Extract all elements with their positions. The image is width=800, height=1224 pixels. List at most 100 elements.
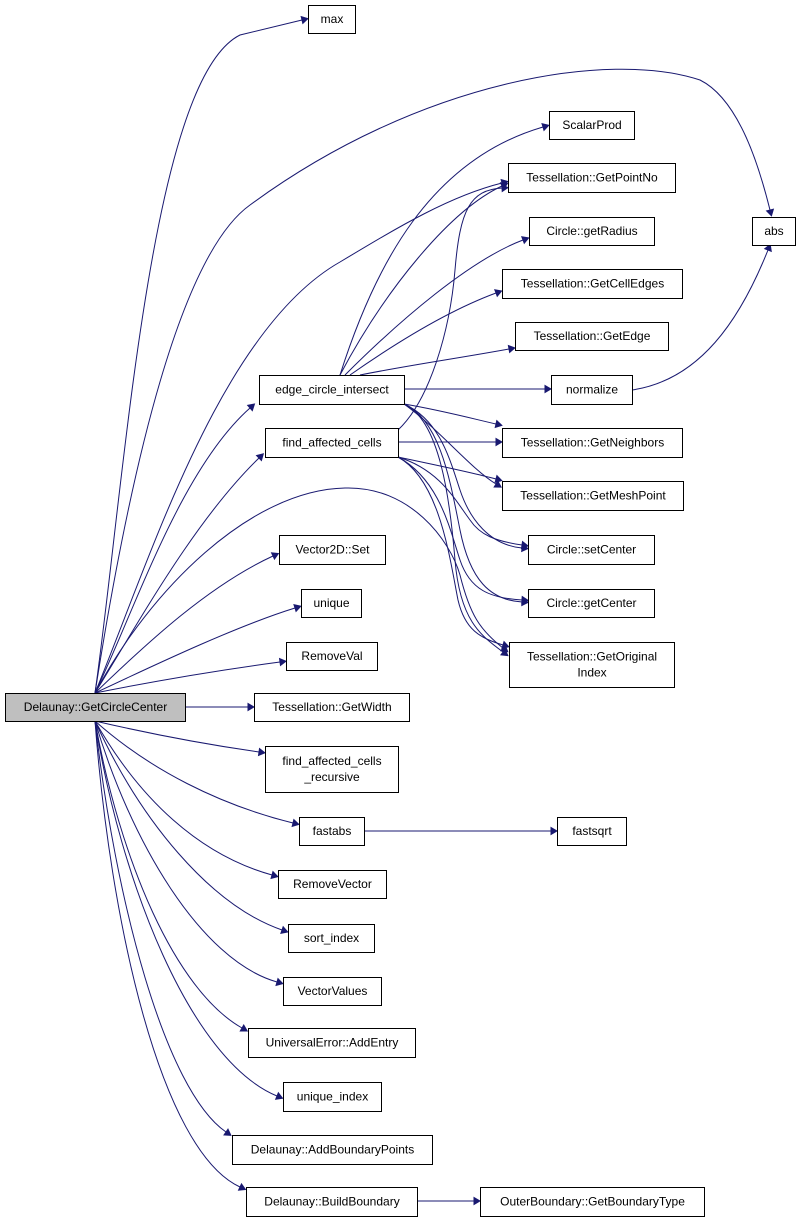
node-box[interactable] [301,589,362,618]
node-box[interactable] [5,693,186,722]
edge-getcirclecenter-to-unique_index [94,720,284,1100]
edge-find_affected_cells-to-getneighbors [398,437,503,447]
edges-layer [94,15,775,1206]
edge-getcirclecenter-to-edge_circle_intersect [94,403,256,694]
node-box[interactable] [752,217,796,246]
node-getedge[interactable]: Tessellation::GetEdge [515,322,669,351]
node-label: Delaunay::GetCircleCenter [24,700,167,714]
node-box[interactable] [502,428,683,458]
edge-arrowhead [507,344,516,354]
node-label: fastsqrt [572,824,612,838]
node-box[interactable] [299,817,365,846]
node-box[interactable] [529,217,655,246]
node-box[interactable] [283,977,382,1006]
node-unique_index[interactable]: unique_index [283,1082,382,1112]
node-label: max [321,12,344,26]
nodes-layer: Delaunay::GetCircleCenter maxabsedge_circ… [5,5,796,1217]
node-vectorvalues[interactable]: VectorValues [283,977,382,1006]
node-adderrentry[interactable]: UniversalError::AddEntry [248,1028,416,1058]
node-box[interactable] [515,322,669,351]
node-getcelledges[interactable]: Tessellation::GetCellEdges [502,269,683,299]
node-box[interactable] [283,1082,382,1112]
edge-getcirclecenter-to-vector2d_set [94,552,280,694]
node-box[interactable] [528,535,655,565]
node-label: Tessellation::GetCellEdges [521,277,664,291]
node-sort_index[interactable]: sort_index [288,924,375,953]
edge-arrowhead [278,657,287,667]
edge-arrowhead [493,480,502,488]
node-label: VectorValues [298,984,368,998]
node-removeval[interactable]: RemoveVal [286,642,378,671]
node-box[interactable] [502,481,684,511]
node-scalarprod[interactable]: ScalarProd [549,111,635,140]
edge-line [344,239,524,376]
node-box[interactable] [248,1028,416,1058]
node-box[interactable] [528,589,655,618]
node-find_affected_cells_recursive[interactable]: find_affected_cells_recursive [265,746,399,793]
node-vector2d_set[interactable]: Vector2D::Set [279,535,386,565]
edge-getcirclecenter-to-vectorvalues [94,720,284,987]
edge-find_affected_cells-to-getpointno [397,183,509,431]
node-box[interactable] [279,535,386,565]
node-box[interactable] [265,746,399,793]
node-buildboundary[interactable]: Delaunay::BuildBoundary [246,1187,418,1217]
edge-line [94,407,251,694]
node-getcirclecenter[interactable]: Delaunay::GetCircleCenter [5,693,186,722]
node-normalize[interactable]: normalize [551,375,633,405]
node-box[interactable] [480,1187,705,1217]
node-max[interactable]: max [308,5,356,34]
node-edge_circle_intersect[interactable]: edge_circle_intersect [259,375,405,405]
node-box[interactable] [278,870,387,899]
node-label: Tessellation::GetEdge [534,329,651,343]
node-box[interactable] [502,269,683,299]
node-abs[interactable]: abs [752,217,796,246]
node-label: find_affected_cells [282,754,381,768]
node-setcenter[interactable]: Circle::setCenter [528,535,655,565]
node-box[interactable] [286,642,378,671]
node-removevector[interactable]: RemoveVector [278,870,387,899]
node-label: Circle::setCenter [547,543,636,557]
node-box[interactable] [508,163,676,193]
edge-getcirclecenter-to-max [94,15,309,694]
edge-line [397,456,523,601]
node-getwidth[interactable]: Tessellation::GetWidth [254,693,410,722]
node-box[interactable] [509,642,675,688]
node-box[interactable] [246,1187,418,1217]
node-addboundarypoints[interactable]: Delaunay::AddBoundaryPoints [232,1135,433,1165]
node-box[interactable] [288,924,375,953]
edge-arrowhead [293,603,302,613]
node-getradius[interactable]: Circle::getRadius [529,217,655,246]
node-label: Index [577,666,606,680]
edge-line [94,720,241,1188]
node-box[interactable] [557,817,627,846]
node-box[interactable] [254,693,410,722]
edge-line [339,126,544,376]
edge-arrowhead [763,243,772,253]
node-box[interactable] [232,1135,433,1165]
node-getcenter[interactable]: Circle::getCenter [528,589,655,618]
edge-edge_circle_intersect-to-getneighbors [403,403,503,429]
node-unique[interactable]: unique [301,589,362,618]
node-box[interactable] [308,5,356,34]
edge-arrowhead [300,15,309,25]
node-getboundarytype[interactable]: OuterBoundary::GetBoundaryType [480,1187,705,1217]
edge-arrowhead [501,183,509,193]
edge-arrowhead [494,289,503,298]
node-box[interactable] [259,375,405,405]
node-find_affected_cells[interactable]: find_affected_cells [265,428,399,458]
edge-arrowhead [500,648,509,657]
node-getmeshpoint[interactable]: Tessellation::GetMeshPoint [502,481,684,511]
node-label: Tessellation::GetOriginal [527,650,657,664]
node-label: RemoveVector [293,877,372,891]
node-box[interactable] [549,111,635,140]
edge-line [94,555,274,694]
node-getpointno[interactable]: Tessellation::GetPointNo [508,163,676,193]
node-label: UniversalError::AddEntry [266,1036,399,1050]
node-box[interactable] [551,375,633,405]
edge-line [94,487,504,694]
node-box[interactable] [265,428,399,458]
node-getneighbors[interactable]: Tessellation::GetNeighbors [502,428,683,458]
node-fastsqrt[interactable]: fastsqrt [557,817,627,846]
node-fastabs[interactable]: fastabs [299,817,365,846]
